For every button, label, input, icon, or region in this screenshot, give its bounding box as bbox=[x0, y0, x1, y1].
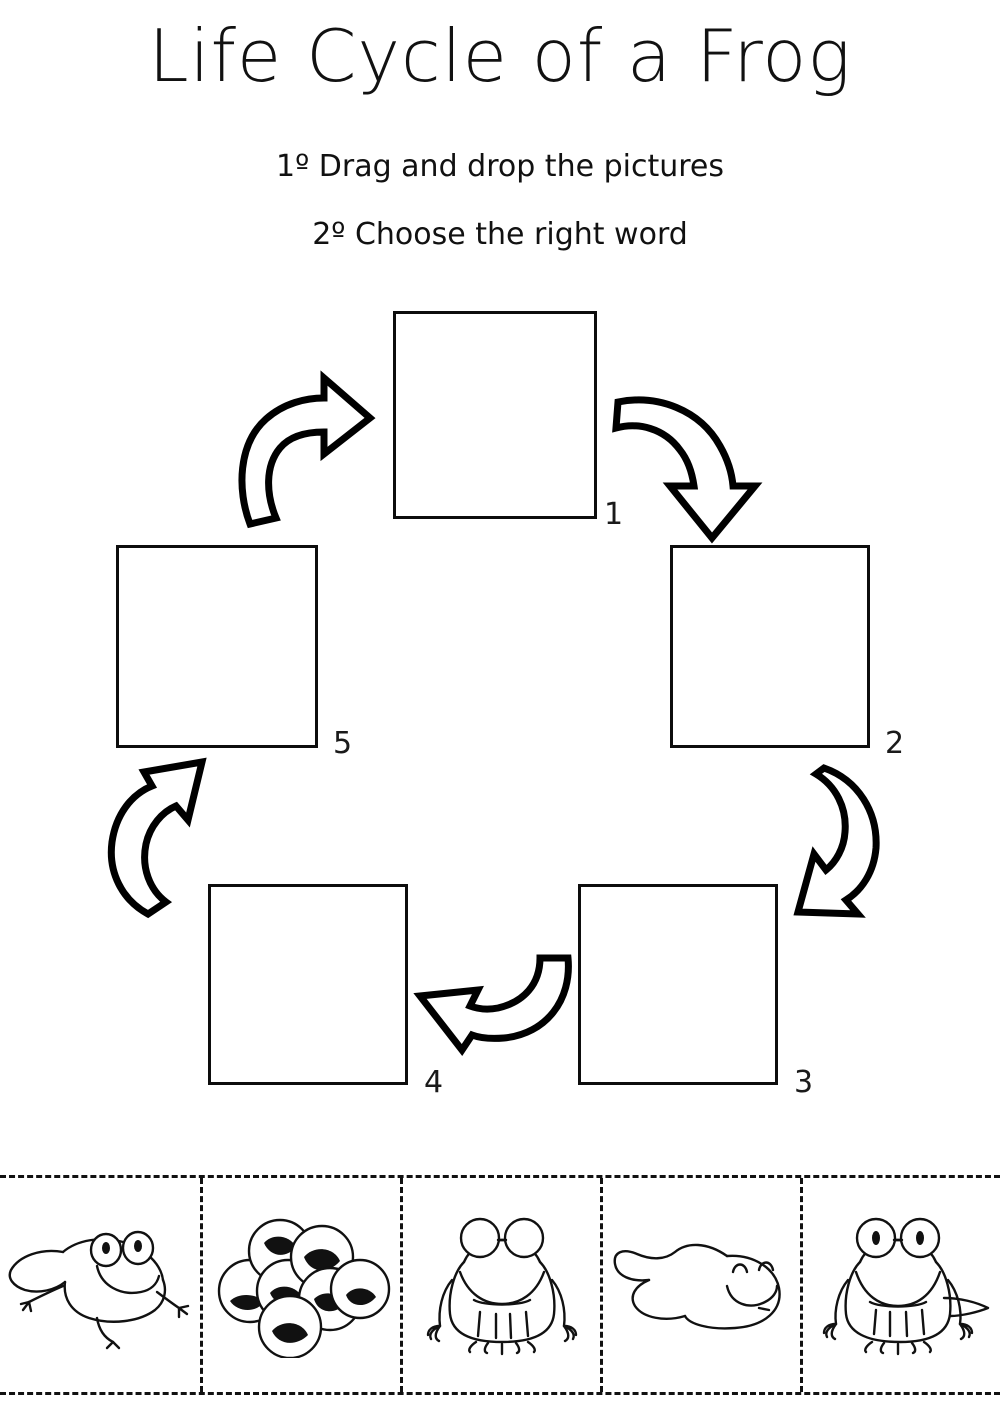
life-cycle-diagram: 1 2 3 4 5 bbox=[107, 311, 905, 1100]
arrow-down-right-icon bbox=[612, 396, 763, 544]
list-item[interactable] bbox=[200, 1178, 400, 1392]
list-item[interactable] bbox=[800, 1178, 1000, 1392]
drop-zone-2[interactable] bbox=[670, 545, 870, 748]
drop-zone-3[interactable] bbox=[578, 884, 778, 1085]
picture-strip bbox=[0, 1175, 1000, 1395]
list-item[interactable] bbox=[600, 1178, 800, 1392]
drop-zone-5[interactable] bbox=[116, 545, 318, 748]
box-number-3: 3 bbox=[794, 1065, 814, 1100]
box-number-5: 5 bbox=[333, 726, 353, 761]
arrow-down-left-icon bbox=[793, 764, 880, 918]
instruction-line-1: 1º Drag and drop the pictures bbox=[276, 149, 724, 184]
drop-zone-1[interactable] bbox=[393, 311, 597, 519]
drop-zone-4[interactable] bbox=[208, 884, 408, 1085]
arrow-left-icon bbox=[413, 954, 572, 1056]
froglet-with-tail-icon[interactable] bbox=[5, 1210, 195, 1360]
adult-frog-icon[interactable] bbox=[812, 1210, 992, 1360]
page-title: Life Cycle of a Frog bbox=[148, 14, 852, 98]
list-item[interactable] bbox=[0, 1178, 200, 1392]
tadpole-icon[interactable] bbox=[609, 1220, 794, 1350]
arrow-up-icon bbox=[107, 757, 207, 919]
box-number-4: 4 bbox=[424, 1065, 444, 1100]
list-item[interactable] bbox=[400, 1178, 600, 1392]
young-frog-icon[interactable] bbox=[412, 1210, 592, 1360]
box-number-2: 2 bbox=[885, 726, 905, 761]
instruction-line-2: 2º Choose the right word bbox=[312, 217, 688, 252]
arrow-up-right-icon bbox=[238, 370, 376, 529]
box-number-1: 1 bbox=[604, 497, 624, 532]
frog-eggs-icon[interactable] bbox=[212, 1213, 392, 1358]
